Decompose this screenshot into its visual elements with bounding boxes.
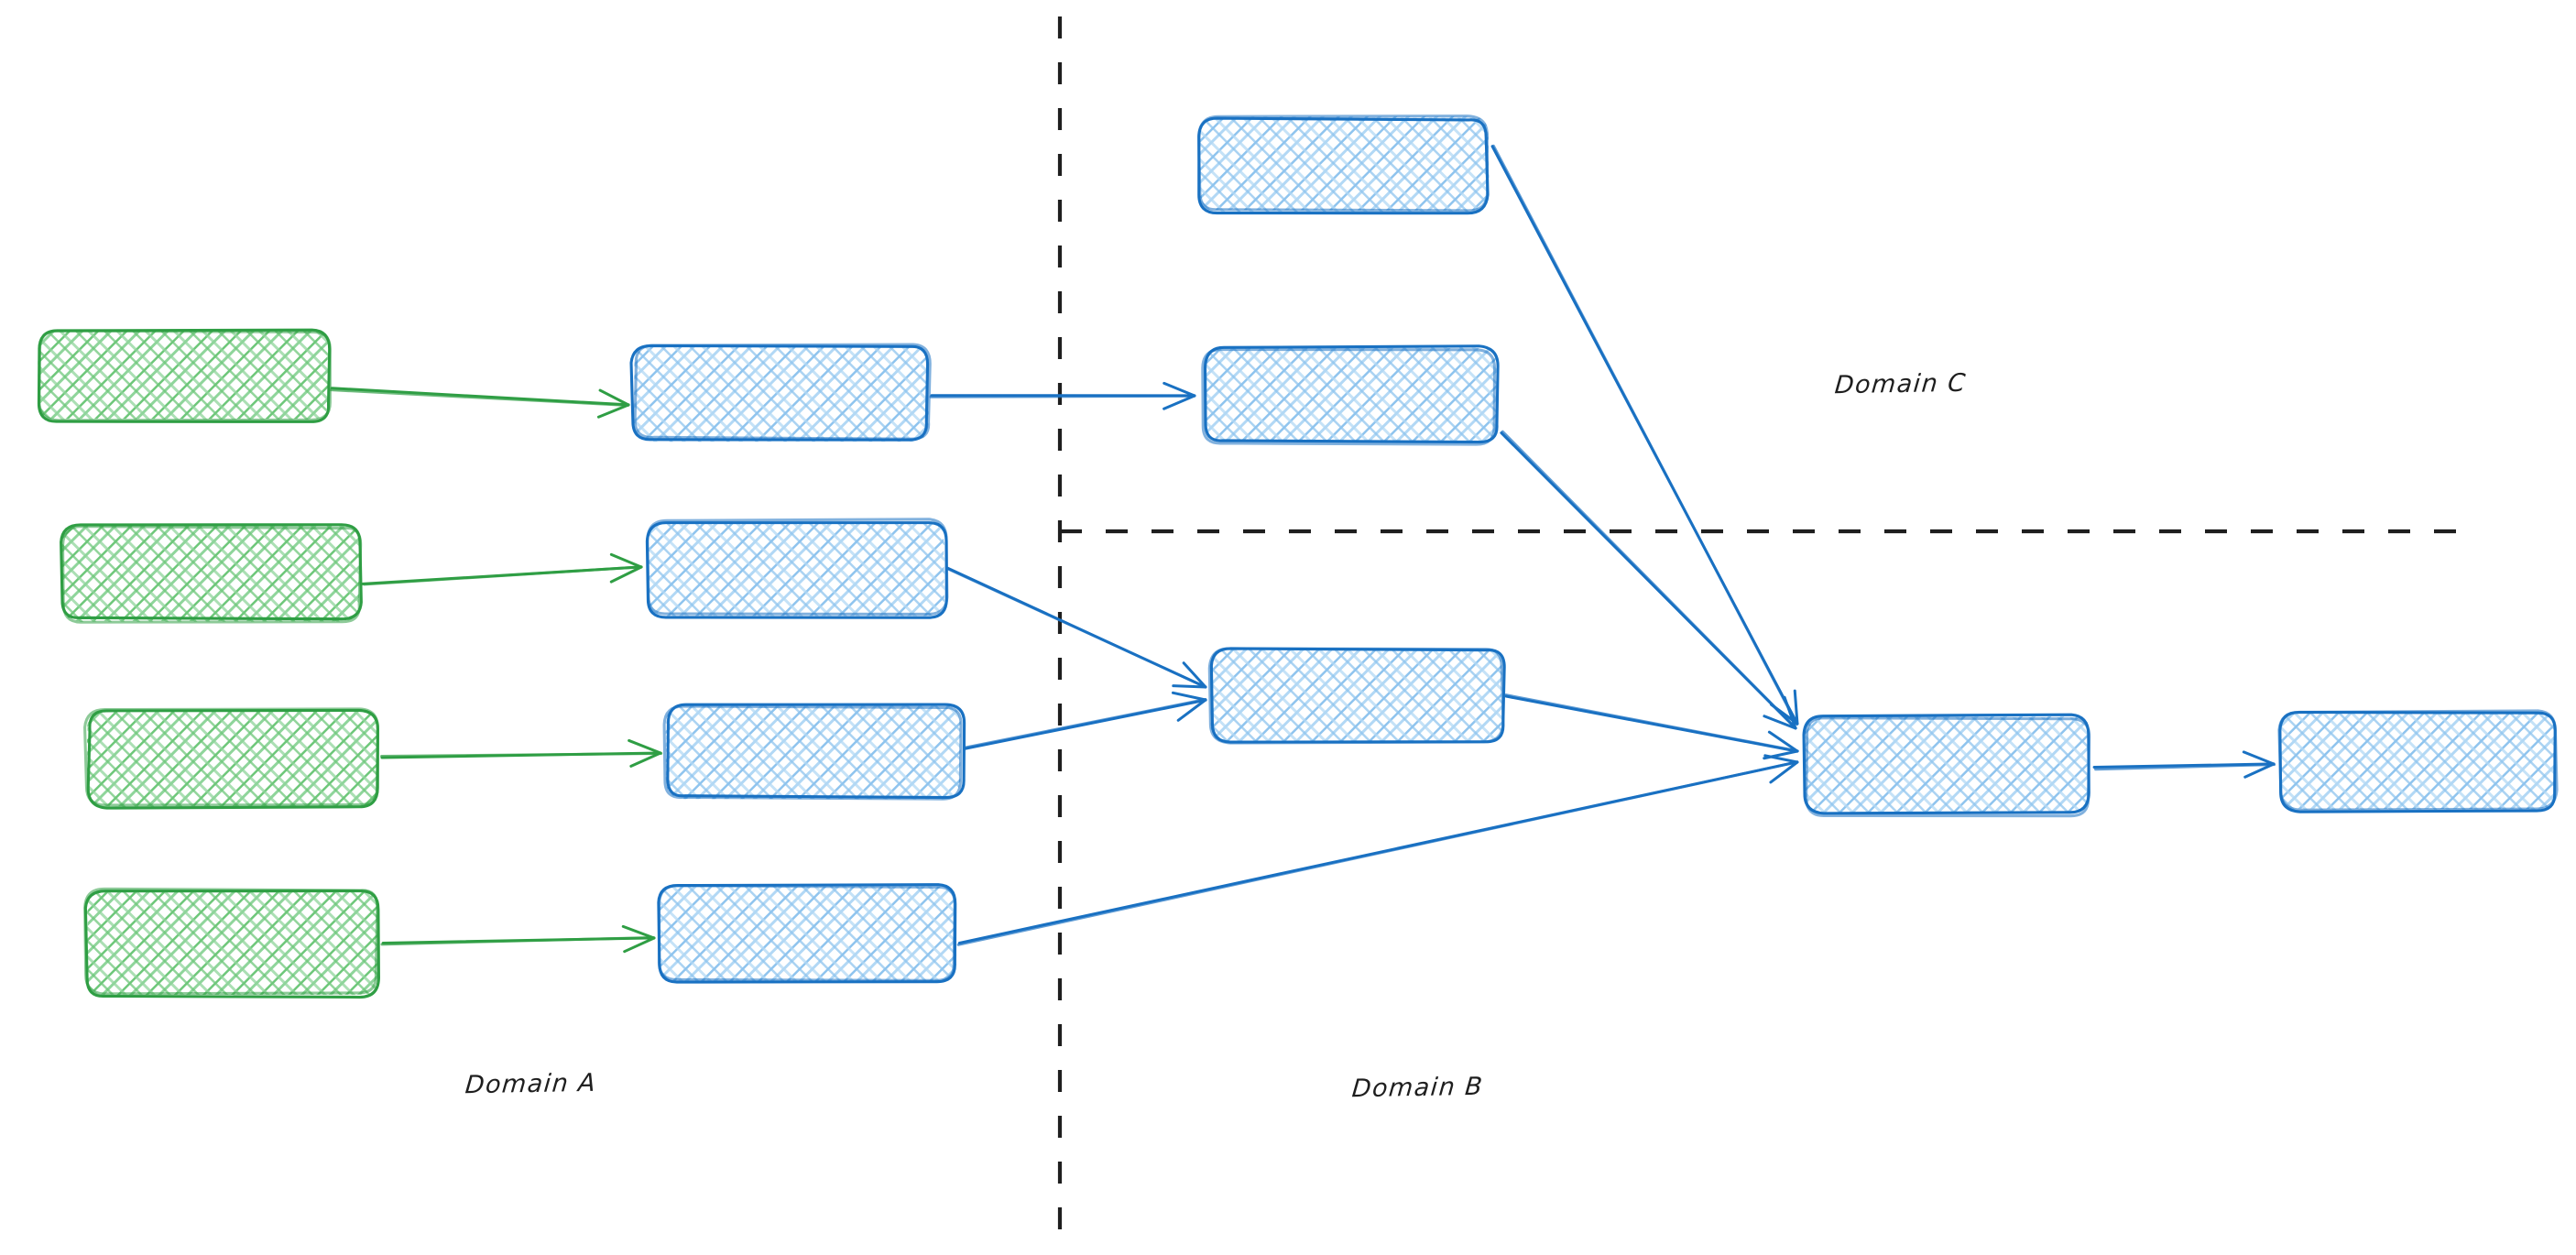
edge-b1-c2 — [929, 381, 1196, 410]
node-b4[interactable] — [657, 883, 957, 984]
node-c1[interactable] — [1196, 115, 1490, 215]
edge-d1-e1 — [2092, 750, 2276, 779]
node-d1[interactable] — [1802, 713, 2091, 818]
edge-c1-d1 — [1490, 144, 1799, 726]
node-a2[interactable] — [60, 523, 363, 624]
edge-a1-b1 — [330, 387, 630, 419]
edges-layer — [330, 144, 2276, 954]
edge-c3-d1 — [1504, 693, 1799, 760]
edge-b4-d1 — [956, 754, 1799, 946]
node-a4[interactable] — [83, 887, 380, 999]
node-a3[interactable] — [83, 707, 379, 810]
edge-b2-c3 — [945, 566, 1207, 689]
edge-a2-b2 — [361, 552, 643, 586]
domain-dividers — [1057, 16, 2457, 1239]
node-e1[interactable] — [2277, 709, 2559, 813]
domain-b-label: Domain B — [1350, 1072, 1485, 1104]
node-b1[interactable] — [629, 343, 932, 442]
domain-a-label: Domain A — [464, 1068, 598, 1100]
edge-a4-b4 — [380, 924, 656, 954]
node-a1[interactable] — [37, 328, 332, 423]
node-c2[interactable] — [1201, 344, 1500, 446]
edge-c2-d1 — [1500, 430, 1797, 730]
node-b3[interactable] — [662, 703, 966, 801]
node-b2[interactable] — [645, 518, 949, 619]
node-c3[interactable] — [1207, 647, 1506, 745]
edge-a3-b3 — [380, 738, 663, 768]
domain-c-label: Domain C — [1833, 368, 1968, 400]
nodes-layer — [37, 115, 2559, 999]
edge-b3-c3 — [963, 691, 1207, 750]
